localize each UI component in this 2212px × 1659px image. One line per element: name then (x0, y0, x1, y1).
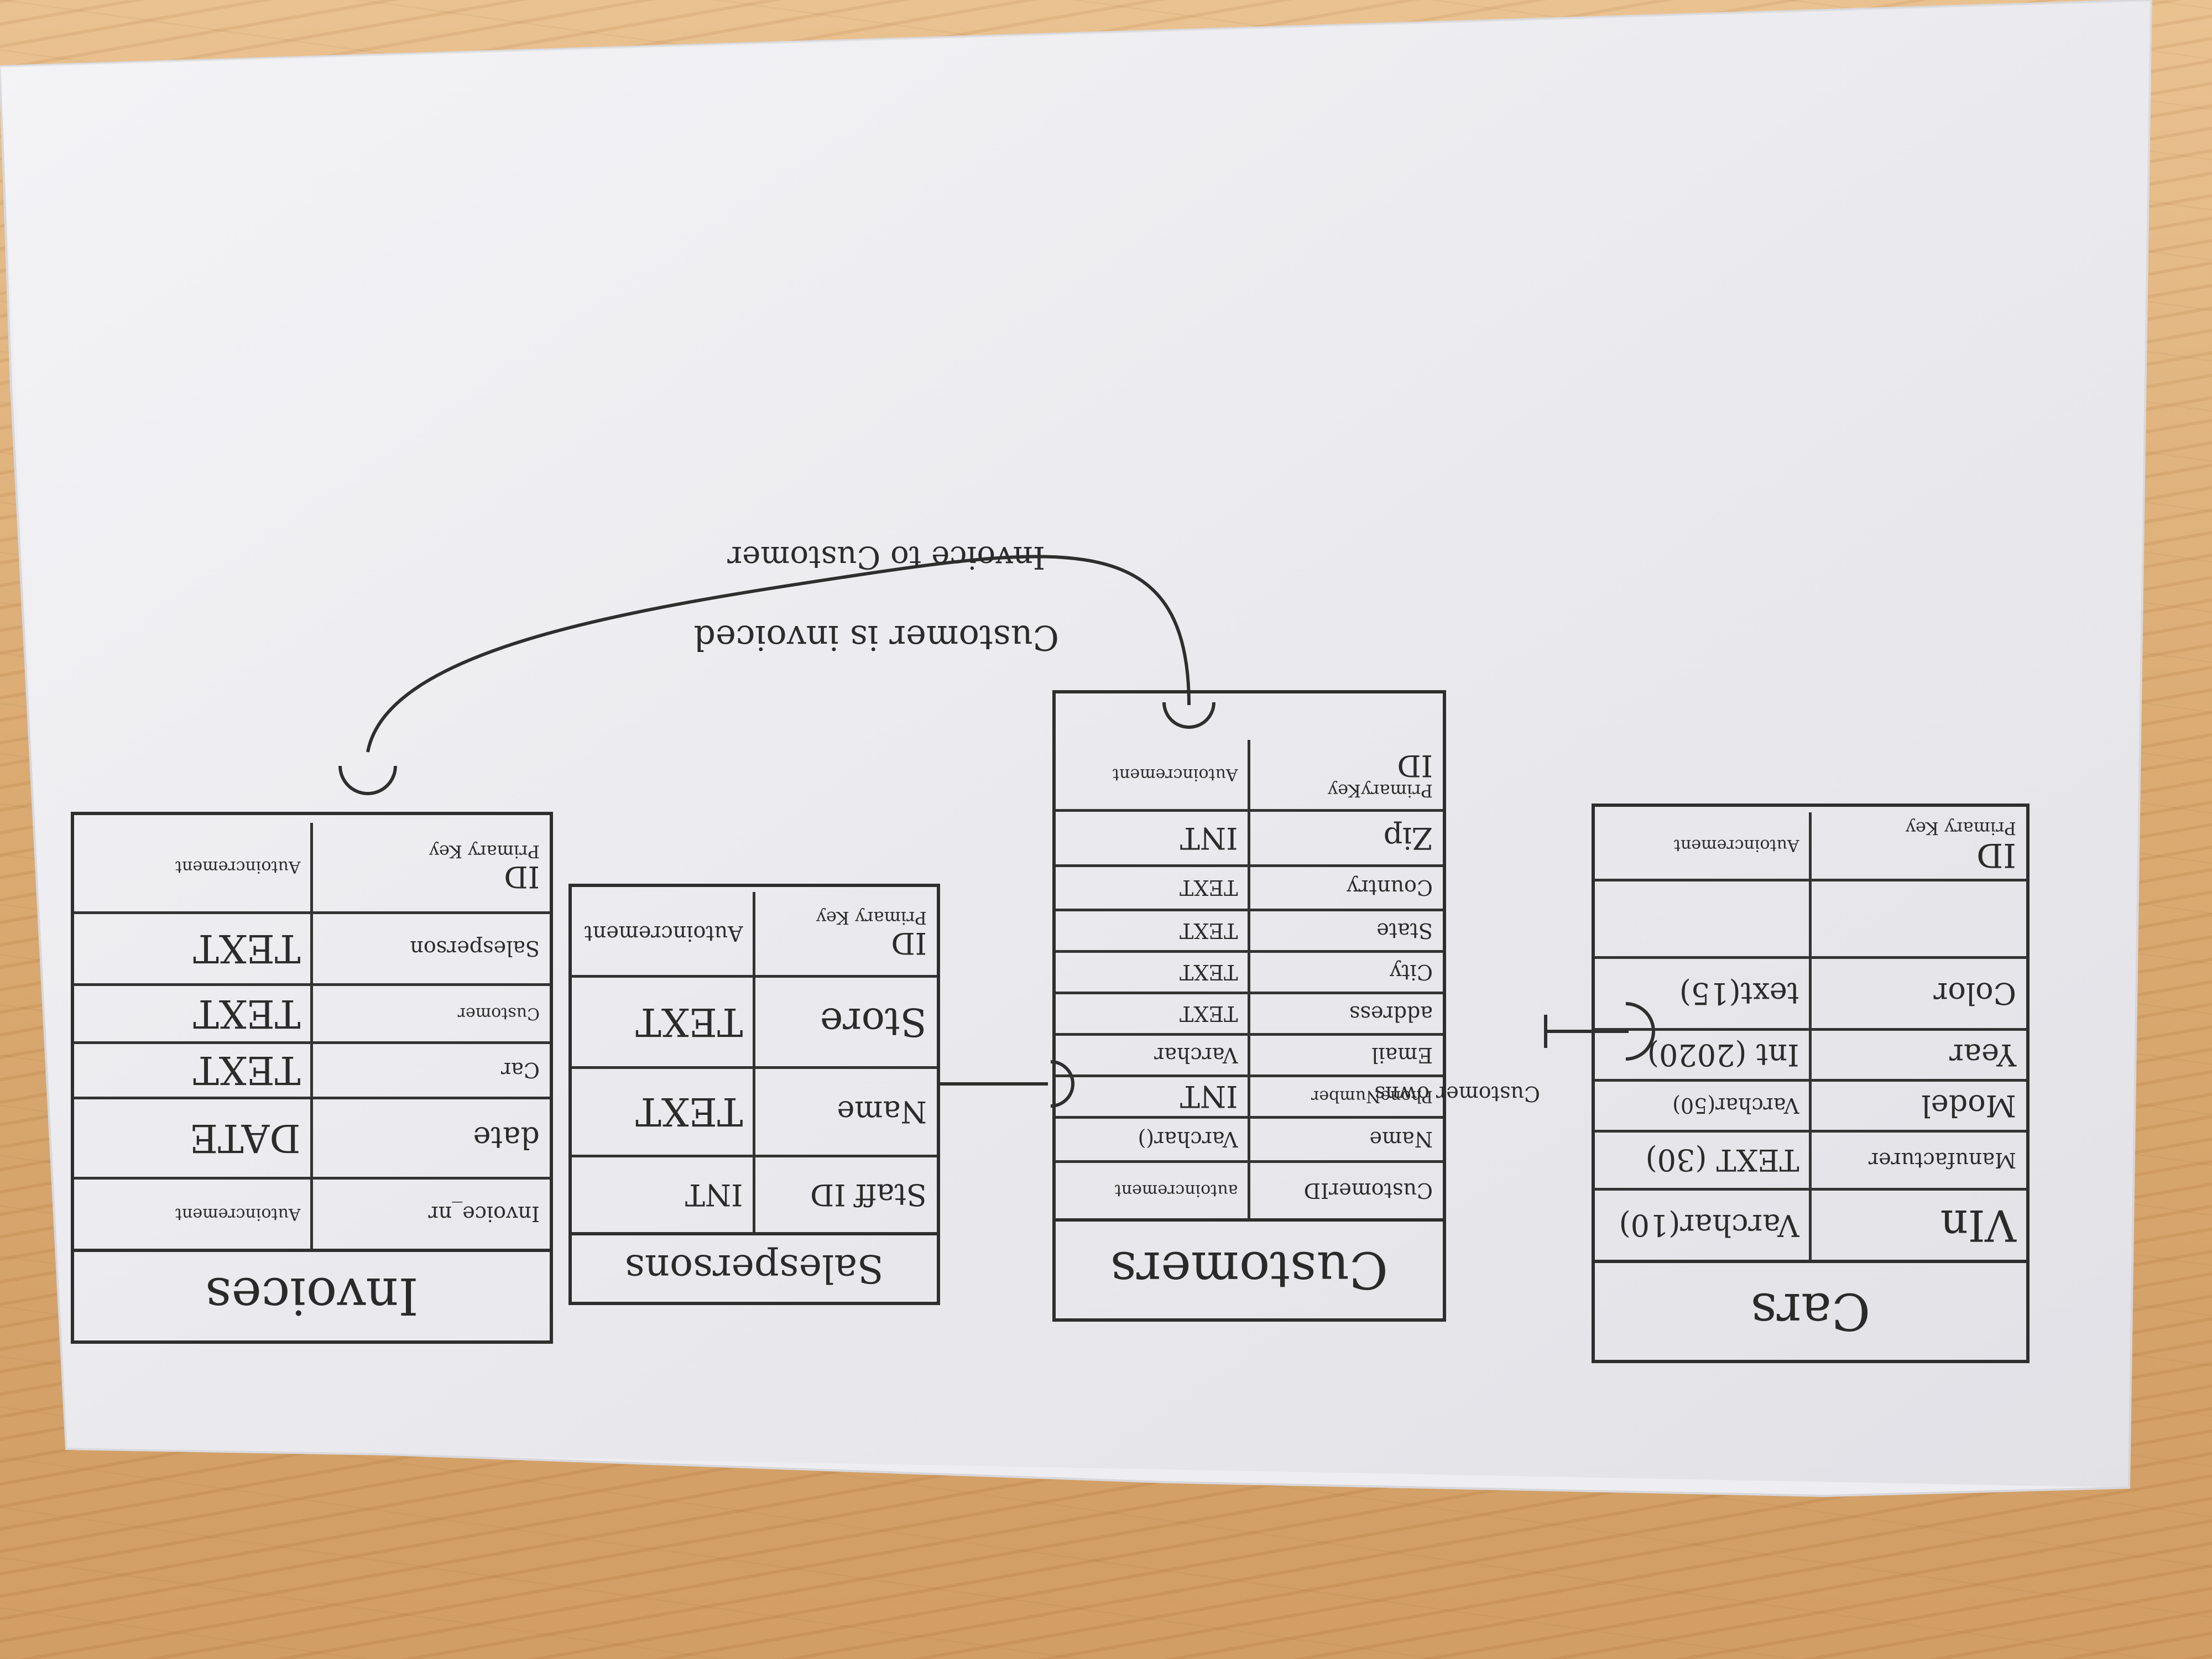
cars-field-name: Color (1809, 959, 2026, 1028)
salespersons-pk-note: Primary Key (816, 907, 927, 929)
owns-crowfoot (1625, 1002, 1655, 1061)
customers-pk-type: Autoincrement (1113, 765, 1238, 784)
customers-field-name: Name (1248, 1119, 1443, 1160)
customers-field-name: address (1248, 994, 1443, 1033)
customers-field-type: Varchar() (1138, 1127, 1238, 1152)
cars-field-name: Manufacturer (1809, 1133, 2026, 1188)
cars-field-type: Varchar(50) (1672, 1093, 1799, 1118)
cars-field-type (1595, 881, 1809, 956)
customers-field-type: Varchar (1154, 1043, 1238, 1067)
salespersons-title: Salespersons (572, 1232, 937, 1302)
invoices-field-name: date (310, 1099, 550, 1177)
invoiced-crowfoot-invoices (338, 765, 397, 795)
invoices-pk-field: ID (504, 859, 540, 895)
customers-field-type: INT (1180, 821, 1238, 855)
customers-field-name: Zip (1248, 812, 1443, 864)
salespersons-field-name: Staff ID (753, 1157, 937, 1232)
invoiced-label-2: Invoice to Customer (727, 539, 1045, 575)
customers-field-name: State (1248, 911, 1443, 950)
salespersons-field-type: INT (685, 1177, 743, 1212)
cars-pk-note: Primary Key (1905, 818, 2016, 839)
cars-field-type: TEXT (30) (1645, 1142, 1799, 1178)
owns-label: Customer owns (1374, 1082, 1540, 1106)
cars-field-name: VIn (1809, 1191, 2026, 1260)
customers-field-type: TEXT (1180, 1001, 1238, 1026)
cars-field-type: Varchar(10) (1619, 1208, 1799, 1243)
store-crowfoot (1050, 1060, 1074, 1108)
invoices-pk-type: Autoincrement (175, 857, 301, 877)
cars-table: Cars VIn Varchar(10) Manufacturer TEXT (30… (1592, 804, 2030, 1363)
cars-field-name: Year (1809, 1031, 2026, 1079)
cars-pk-type: Autoincrement (1674, 836, 1799, 855)
salespersons-pk-field: ID (891, 926, 927, 961)
customers-pk-note: PrimaryKey (1328, 780, 1433, 801)
cars-pk-field: ID (1976, 836, 2016, 875)
cars-title: Cars (1595, 1260, 2026, 1360)
invoices-field-type: TEXT (193, 1047, 301, 1093)
invoices-field-type: DATE (189, 1115, 301, 1161)
invoices-field-name: Customer (310, 986, 550, 1041)
salespersons-field-name: Name (753, 1069, 937, 1155)
invoices-pk-note: Primary Key (429, 841, 540, 863)
customers-table: Customers CustomerID autoincrement Name Va… (1052, 690, 1446, 1322)
salespersons-field-name: Store (753, 978, 937, 1066)
cars-field-name (1809, 881, 2026, 956)
invoices-title: Invoices (74, 1249, 550, 1340)
salespersons-field-type: TEXT (635, 999, 743, 1045)
invoices-field-type: TEXT (193, 991, 301, 1036)
invoiced-arc (366, 555, 1191, 753)
customers-pk-field: ID (1397, 748, 1433, 784)
invoices-field-name: Car (310, 1044, 550, 1097)
invoiced-crowfoot-customers (1162, 702, 1215, 729)
customers-field-type: autoincrement (1114, 1181, 1238, 1201)
customers-field-type: TEXT (1180, 875, 1238, 900)
cars-field-type: text(15) (1679, 976, 1799, 1011)
customers-field-type: TEXT (1180, 919, 1238, 943)
invoices-field-type: TEXT (193, 926, 301, 972)
invoiced-label-1: Customer is invoiced (693, 618, 1059, 658)
customers-field-type: TEXT (1180, 960, 1238, 984)
invoices-field-name: Salesperson (310, 914, 550, 983)
cars-field-name: Model (1809, 1082, 2026, 1130)
salespersons-pk-type: Autoincrement (584, 921, 743, 946)
cars-field-type: Int (2020) (1647, 1037, 1799, 1072)
customers-field-type: INT (1180, 1079, 1238, 1114)
customers-title: Customers (1056, 1218, 1443, 1318)
invoices-field-name: Invoice_nr (310, 1180, 550, 1249)
customers-field-name: City (1248, 953, 1443, 992)
customers-field-name: Email (1248, 1036, 1443, 1074)
invoices-field-type: Autoincrement (175, 1204, 301, 1224)
customers-field-name: Country (1248, 867, 1443, 909)
salespersons-field-type: TEXT (635, 1089, 743, 1135)
customers-field-name: CustomerID (1248, 1163, 1443, 1218)
